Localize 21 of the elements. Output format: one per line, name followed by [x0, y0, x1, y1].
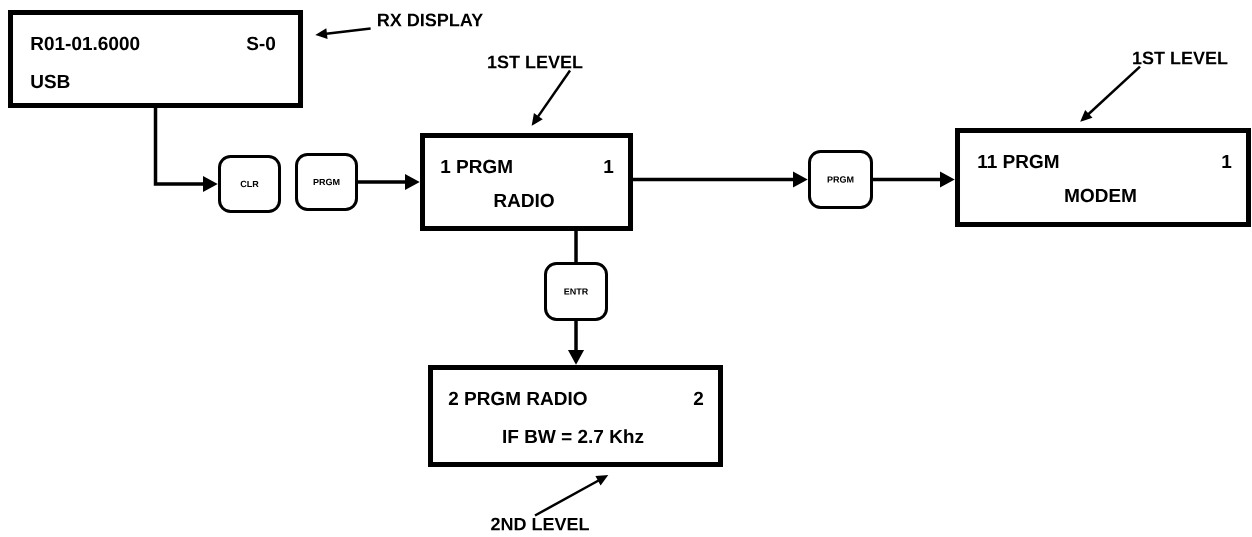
- key-button: PRGM: [295, 153, 358, 211]
- display-text: MODEM: [1065, 188, 1136, 203]
- display-text: 2 PRGM RADIO: [448, 391, 587, 406]
- connector-line: [574, 231, 578, 262]
- display-text: S-0: [246, 36, 276, 51]
- display-text: R01-01.6000: [31, 36, 140, 51]
- display-text: USB: [31, 74, 70, 89]
- key-button: ENTR: [544, 262, 608, 321]
- display-text: 1 PRGM: [441, 159, 512, 174]
- display-text: 11 PRGM: [978, 154, 1059, 169]
- level-label: RX DISPLAY: [378, 13, 483, 27]
- level-label: 1ST LEVEL: [1133, 51, 1228, 65]
- display-text: 1: [604, 159, 614, 173]
- display-text: 1: [1222, 154, 1232, 168]
- display-text: 2: [693, 391, 704, 405]
- key-button: PRGM: [808, 150, 873, 209]
- level-label: 1ST LEVEL: [488, 55, 583, 69]
- key-button: CLR: [218, 155, 281, 213]
- level-label: 2ND LEVEL: [491, 517, 589, 531]
- display-text: RADIO: [494, 193, 554, 208]
- display-text: IF BW = 2.7 Khz: [503, 429, 644, 443]
